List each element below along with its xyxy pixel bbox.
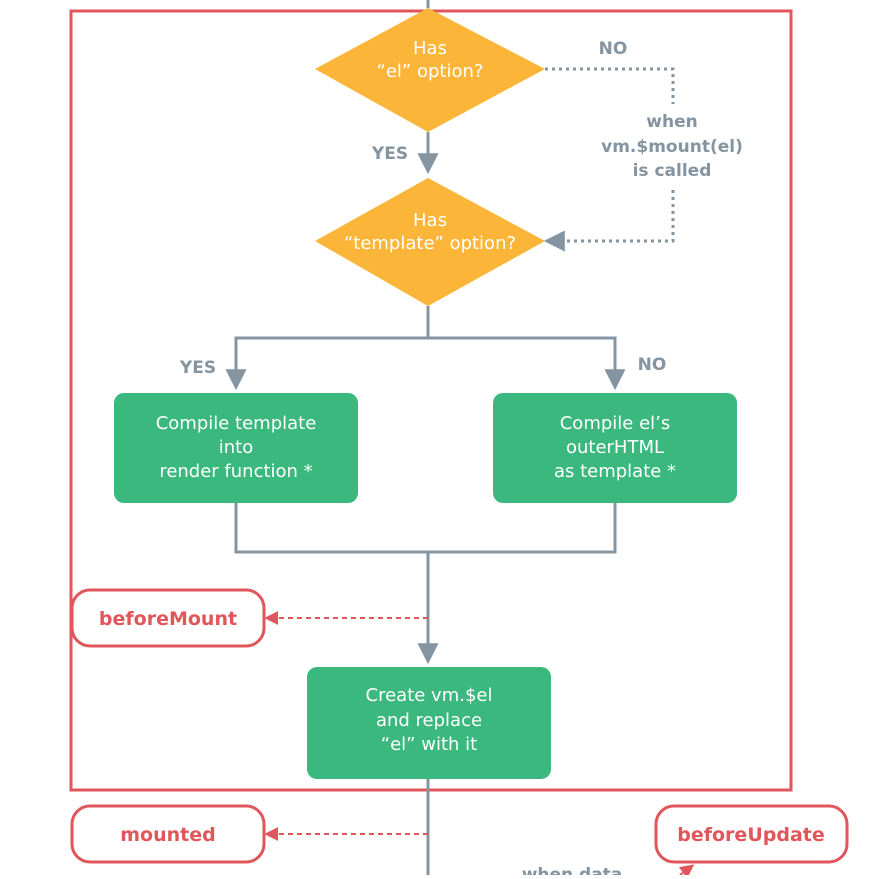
process-line: render function * bbox=[159, 461, 312, 482]
process-line: Create vm.$el bbox=[366, 685, 493, 706]
yes-connector-left bbox=[225, 306, 430, 391]
hook-box bbox=[654, 804, 849, 864]
decision-line: Has bbox=[413, 38, 447, 59]
decision-line: “el” option? bbox=[377, 61, 484, 82]
hook-box bbox=[70, 588, 266, 648]
process-box bbox=[493, 393, 737, 503]
process-compile-template: Compile template into render function * bbox=[114, 393, 358, 503]
process-box bbox=[114, 393, 358, 503]
hook-box bbox=[70, 804, 266, 864]
branch-label-yes: YES bbox=[371, 144, 408, 164]
no-dotted-connector-b bbox=[543, 190, 675, 252]
hook-before-update: beforeUpdate bbox=[654, 804, 849, 864]
process-line: into bbox=[219, 437, 253, 458]
before-update-connector bbox=[678, 864, 695, 879]
process-line: “el” with it bbox=[381, 734, 477, 755]
decision-shape bbox=[315, 8, 545, 132]
decision-has-el: Has “el” option? bbox=[315, 8, 545, 132]
solid-connectors bbox=[225, 0, 626, 875]
branch-label-no: NO bbox=[599, 39, 628, 59]
dotted-connectors bbox=[543, 67, 675, 252]
process-line: outerHTML bbox=[566, 437, 664, 458]
process-line: Compile template bbox=[156, 413, 317, 434]
decision-line: Has bbox=[413, 210, 447, 231]
process-compile-el: Compile el’s outerHTML as template * bbox=[493, 393, 737, 503]
mount-note-line: when bbox=[646, 112, 697, 132]
process-line: as template * bbox=[554, 461, 676, 482]
no-dotted-connector-a bbox=[545, 67, 675, 104]
branch-label-no-right: NO bbox=[638, 355, 667, 375]
hook-label: mounted bbox=[120, 824, 215, 846]
no-connector-right bbox=[428, 336, 626, 391]
decision-shape bbox=[315, 178, 545, 306]
decision-line: “template” option? bbox=[344, 233, 516, 254]
mount-note: when vm.$mount(el) is called bbox=[601, 112, 743, 181]
merge-connector bbox=[234, 503, 617, 554]
data-change-note: when data bbox=[522, 865, 623, 875]
hook-mounted: mounted bbox=[70, 804, 266, 864]
hook-connectors bbox=[264, 611, 695, 879]
mount-note-line: is called bbox=[633, 161, 712, 181]
decision-has-template: Has “template” option? bbox=[315, 178, 545, 306]
mount-note-line: vm.$mount(el) bbox=[601, 137, 743, 157]
hook-label: beforeUpdate bbox=[677, 824, 824, 846]
branch-label-yes-left: YES bbox=[179, 358, 216, 378]
process-create-el: Create vm.$el and replace “el” with it bbox=[307, 667, 551, 779]
process-line: and replace bbox=[376, 710, 482, 731]
process-box bbox=[307, 667, 551, 779]
process-line: Compile el’s bbox=[560, 413, 671, 434]
hook-label: beforeMount bbox=[99, 608, 237, 630]
hook-before-mount: beforeMount bbox=[70, 588, 266, 648]
